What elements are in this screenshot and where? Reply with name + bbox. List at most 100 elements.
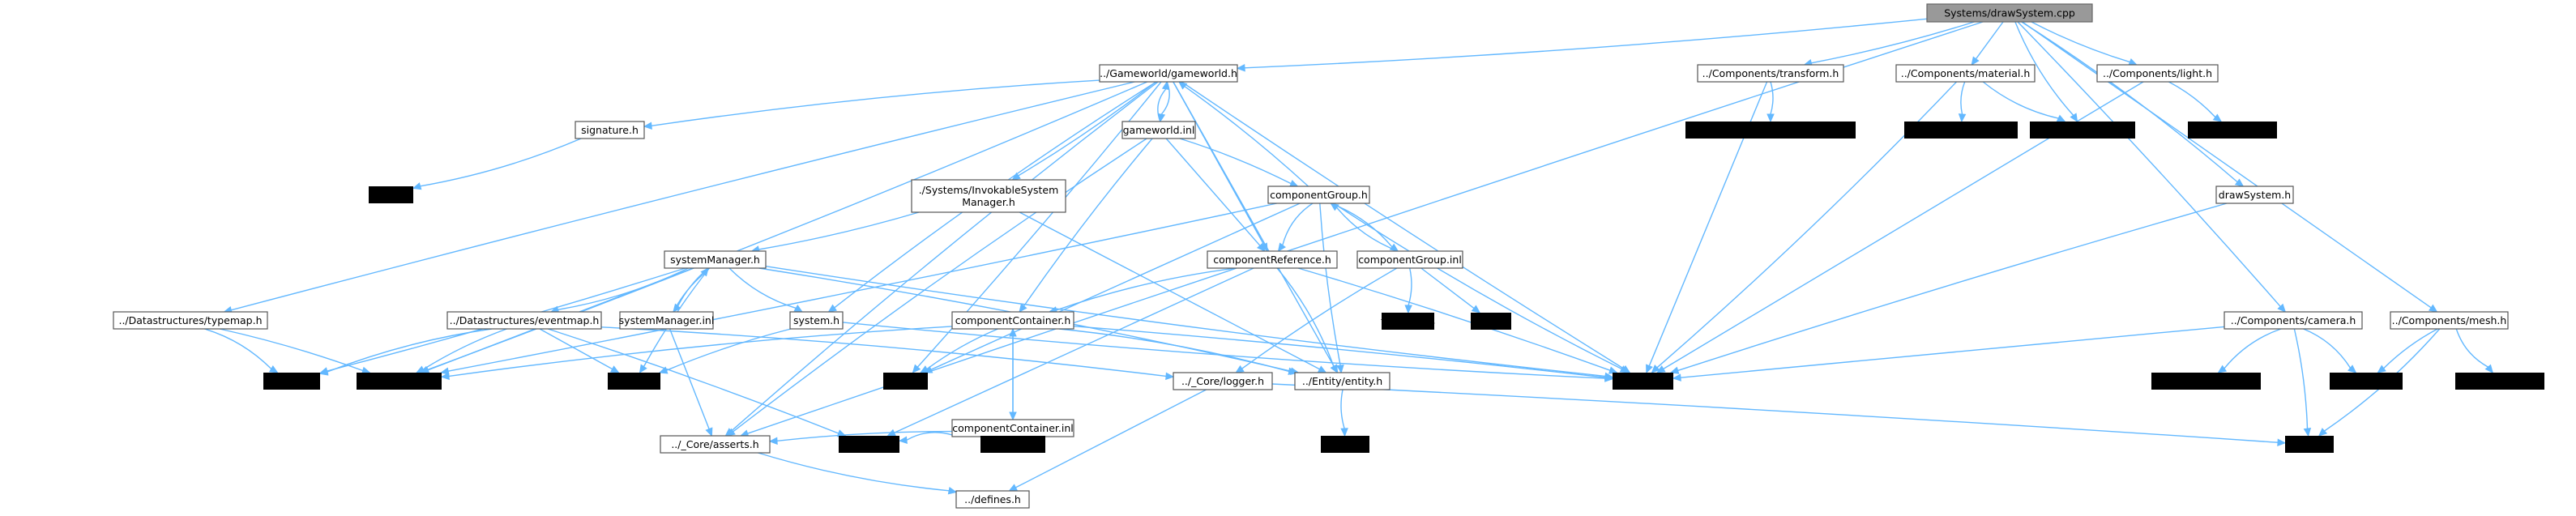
edge-mesh_h-to-glm_vec3 xyxy=(2377,328,2438,373)
edge-line xyxy=(547,328,839,434)
edge-arrowhead xyxy=(1256,242,1266,252)
node-system-h[interactable]: system.h xyxy=(789,311,844,330)
node-atomic: atomic xyxy=(263,373,320,390)
edge-line xyxy=(557,267,689,310)
node-box xyxy=(369,186,413,203)
node-drawSystem-h[interactable]: drawSystem.h xyxy=(2215,186,2294,204)
node-gameworld-inl[interactable]: gameworld.inl xyxy=(1121,121,1196,139)
edge-arrowhead xyxy=(1330,364,1339,374)
edge-line xyxy=(2455,328,2488,368)
node-componentReference-h[interactable]: componentReference.h xyxy=(1207,250,1338,269)
edge-arrowhead xyxy=(318,368,329,376)
node-label: drawSystem.h xyxy=(2219,189,2291,201)
node-string: string xyxy=(2285,436,2334,453)
edge-line xyxy=(758,452,950,492)
edge-arrowhead xyxy=(609,365,620,373)
edge-arrowhead xyxy=(1019,303,1027,313)
edge-arrowhead xyxy=(440,372,450,381)
node-box xyxy=(660,435,771,454)
node-componentGroup-inl[interactable]: componentGroup.inl xyxy=(1356,250,1463,269)
node-eventmap-h[interactable]: ../Datastructures/eventmap.h xyxy=(446,311,602,330)
node-systemManager-h[interactable]: systemManager.h xyxy=(664,250,767,269)
node-transform-h[interactable]: ../Components/transform.h xyxy=(1697,64,1844,83)
node-iostream: iostream xyxy=(839,436,899,453)
node-typemap-h[interactable]: ../Datastructures/typemap.h xyxy=(113,311,268,330)
node-light-h[interactable]: ../Components/light.h xyxy=(2096,64,2219,83)
node-box xyxy=(1382,313,1434,330)
edge-arrowhead xyxy=(1288,367,1297,375)
edge-transform_h-to-g_modeltransform xyxy=(1766,81,1775,123)
node-systemManager-inl[interactable]: systemManager.inl xyxy=(619,311,715,330)
edge-componentReference_h-to-componentContainer_h xyxy=(1048,267,1237,314)
node-box xyxy=(1685,122,1856,139)
edge-gameworld_inl-to-componentReference_h xyxy=(1165,138,1266,252)
node-gameworld-h[interactable]: ../Gameworld/gameworld.h xyxy=(1099,64,1238,83)
edge-arrowhead xyxy=(700,267,709,277)
edge-transform_h-to-memory xyxy=(1646,81,1768,374)
node-box xyxy=(2455,373,2544,390)
edge-componentContainer_inl-to-componentContainer_h xyxy=(1009,327,1017,420)
node-g-material: Graphics/material.h xyxy=(1904,122,2018,139)
edge-line xyxy=(765,266,1606,377)
edge-arrowhead xyxy=(2070,113,2078,123)
edge-arrowhead xyxy=(1330,203,1339,211)
node-asserts-h[interactable]: ../_Core/asserts.h xyxy=(660,435,771,454)
node-material-h[interactable]: ../Components/material.h xyxy=(1895,64,2036,83)
edge-arrowhead xyxy=(1958,113,1967,123)
node-label: stdexcept xyxy=(988,438,1037,450)
node-label: ../Entity/entity.h xyxy=(1302,375,1382,387)
edge-line xyxy=(669,328,710,429)
edge-eventmap_h-to-atomic xyxy=(318,328,492,376)
edge-arrowhead xyxy=(643,122,652,130)
edge-gameworld_h-to-invokable_h xyxy=(1011,81,1157,181)
edge-root-to-gameworld_h xyxy=(1236,18,1928,72)
node-box xyxy=(2030,122,2135,139)
edge-line xyxy=(204,328,272,369)
edge-camera_h-to-g_camera xyxy=(2217,328,2282,373)
edge-line xyxy=(1680,326,2225,378)
edge-line xyxy=(2224,328,2282,369)
edge-arrowhead xyxy=(1277,242,1286,252)
node-defines-h[interactable]: ../defines.h xyxy=(955,490,1030,509)
node-entity-h[interactable]: ../Entity/entity.h xyxy=(1294,372,1391,390)
edge-componentGroup_inl-to-utility xyxy=(1420,267,1481,313)
node-componentContainer-inl[interactable]: componentContainer.inl xyxy=(951,419,1074,437)
node-box xyxy=(1099,64,1238,83)
node-bitset: bitset xyxy=(369,186,413,203)
node-box xyxy=(608,373,660,390)
edge-line xyxy=(930,203,1301,370)
edge-layer xyxy=(204,18,2494,495)
edge-arrowhead xyxy=(2303,427,2312,437)
edge-line xyxy=(1340,389,1345,429)
edge-line xyxy=(1058,328,1289,373)
edge-gameworld_h-to-signature_h xyxy=(643,79,1100,130)
edge-componentContainer_inl-to-iostream xyxy=(898,432,953,444)
node-root[interactable]: Systems/drawSystem.cpp xyxy=(1926,3,2093,23)
node-box xyxy=(839,436,899,453)
node-mesh-h[interactable]: ../Components/mesh.h xyxy=(2390,311,2509,330)
edge-componentGroup_h-to-componentReference_h xyxy=(1277,203,1314,252)
edge-line xyxy=(728,267,797,309)
node-componentContainer-h[interactable]: componentContainer.h xyxy=(951,311,1074,330)
edge-line xyxy=(1333,203,1622,370)
edge-arrowhead xyxy=(705,427,713,437)
edge-line xyxy=(448,326,953,377)
node-box xyxy=(2188,122,2277,139)
node-camera-h[interactable]: ../Components/camera.h xyxy=(2224,311,2363,330)
node-signature-h[interactable]: signature.h xyxy=(575,121,645,139)
edge-arrowhead xyxy=(2217,365,2228,373)
edge-line xyxy=(906,432,953,441)
edge-line xyxy=(776,430,953,441)
node-g-camera: Graphics/camera.h xyxy=(2151,373,2261,390)
edge-line xyxy=(673,273,704,313)
node-label: Graphics/global.h xyxy=(2038,124,2126,136)
edge-line xyxy=(2021,21,2238,183)
node-label: ../Components/material.h xyxy=(1901,67,2031,79)
node-box xyxy=(1294,372,1391,390)
edge-arrowhead xyxy=(1178,81,1188,90)
edge-camera_h-to-memory xyxy=(1672,326,2225,382)
node-logger-h[interactable]: ../_Core/logger.h xyxy=(1173,372,1273,390)
node-componentGroup-h[interactable]: componentGroup.h xyxy=(1267,186,1370,204)
